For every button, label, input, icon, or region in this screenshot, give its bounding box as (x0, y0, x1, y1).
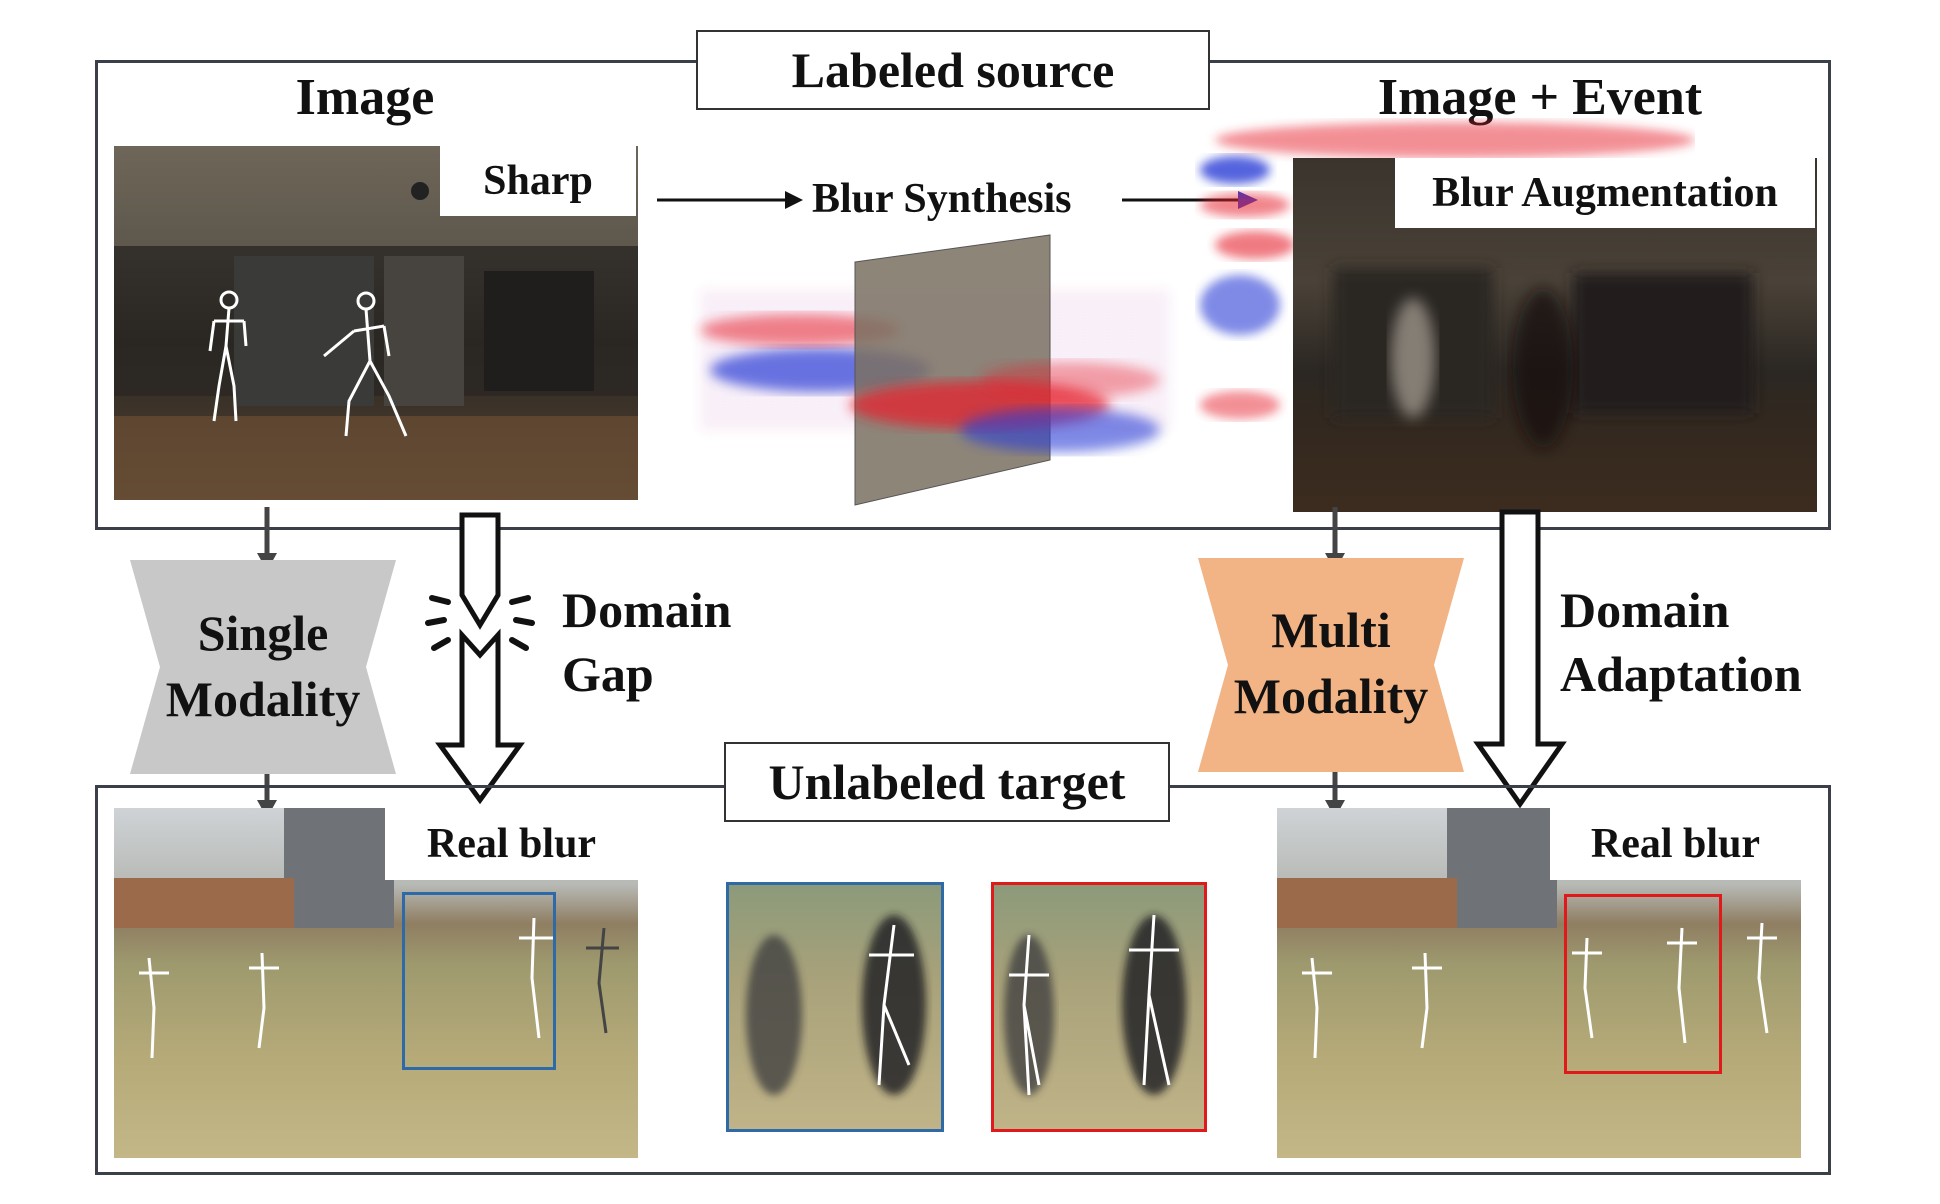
domain-gap-line1: Domain (562, 582, 732, 638)
blue-box-left (402, 892, 556, 1070)
red-box-right (1564, 894, 1722, 1074)
arrow-to-blur-synthesis (657, 191, 803, 209)
labeled-source-title-text: Labeled source (791, 42, 1115, 98)
single-modality-line1: Single (197, 605, 329, 661)
event-streaks (1200, 122, 1695, 419)
gym-scene-svg (114, 182, 638, 500)
domain-gap-text: Domain Gap (562, 578, 731, 706)
event-cloud-visualization (700, 234, 1170, 506)
domain-adaptation-line1: Domain (1560, 582, 1730, 638)
domain-gap-broken-arrow (425, 512, 535, 805)
image-header: Image (295, 69, 435, 126)
domain-adaptation-arrow (1473, 509, 1567, 808)
real-blur-label-right: Real blur (1550, 808, 1801, 880)
zoom-crop-red (991, 882, 1207, 1132)
field-scene-right (1277, 808, 1777, 1059)
single-modality-line2: Modality (165, 671, 361, 727)
zoom-crop-blue (726, 882, 944, 1132)
labeled-source-title: Labeled source (696, 30, 1210, 110)
single-modality-text: Single Modality (128, 600, 398, 732)
real-blur-label-left: Real blur (385, 808, 638, 880)
multi-modality-line1: Multi (1271, 602, 1391, 658)
sharp-gym-image (114, 146, 638, 500)
domain-gap-line2: Gap (562, 646, 654, 702)
blur-augmentation-label: Blur Augmentation (1395, 158, 1815, 228)
domain-adaptation-line2: Adaptation (1560, 646, 1802, 702)
single-modality-block (130, 560, 396, 774)
zoom-crop-blue-scene (746, 915, 926, 1095)
multi-modality-text: Multi Modality (1196, 597, 1466, 729)
unlabeled-target-title: Unlabeled target (724, 742, 1170, 822)
multi-modality-block (1198, 558, 1464, 772)
field-scene-left (114, 808, 619, 1059)
blurred-gym-scene (1333, 268, 1753, 448)
domain-adaptation-text: Domain Adaptation (1560, 578, 1802, 706)
multi-modality-line2: Modality (1233, 668, 1429, 724)
blur-synthesis-label: Blur Synthesis (812, 176, 1072, 222)
sharp-label: Sharp (440, 146, 636, 216)
image-event-header: Image + Event (1377, 69, 1703, 126)
zoom-crop-red-scene (1004, 914, 1186, 1096)
unlabeled-target-title-text: Unlabeled target (768, 754, 1126, 810)
